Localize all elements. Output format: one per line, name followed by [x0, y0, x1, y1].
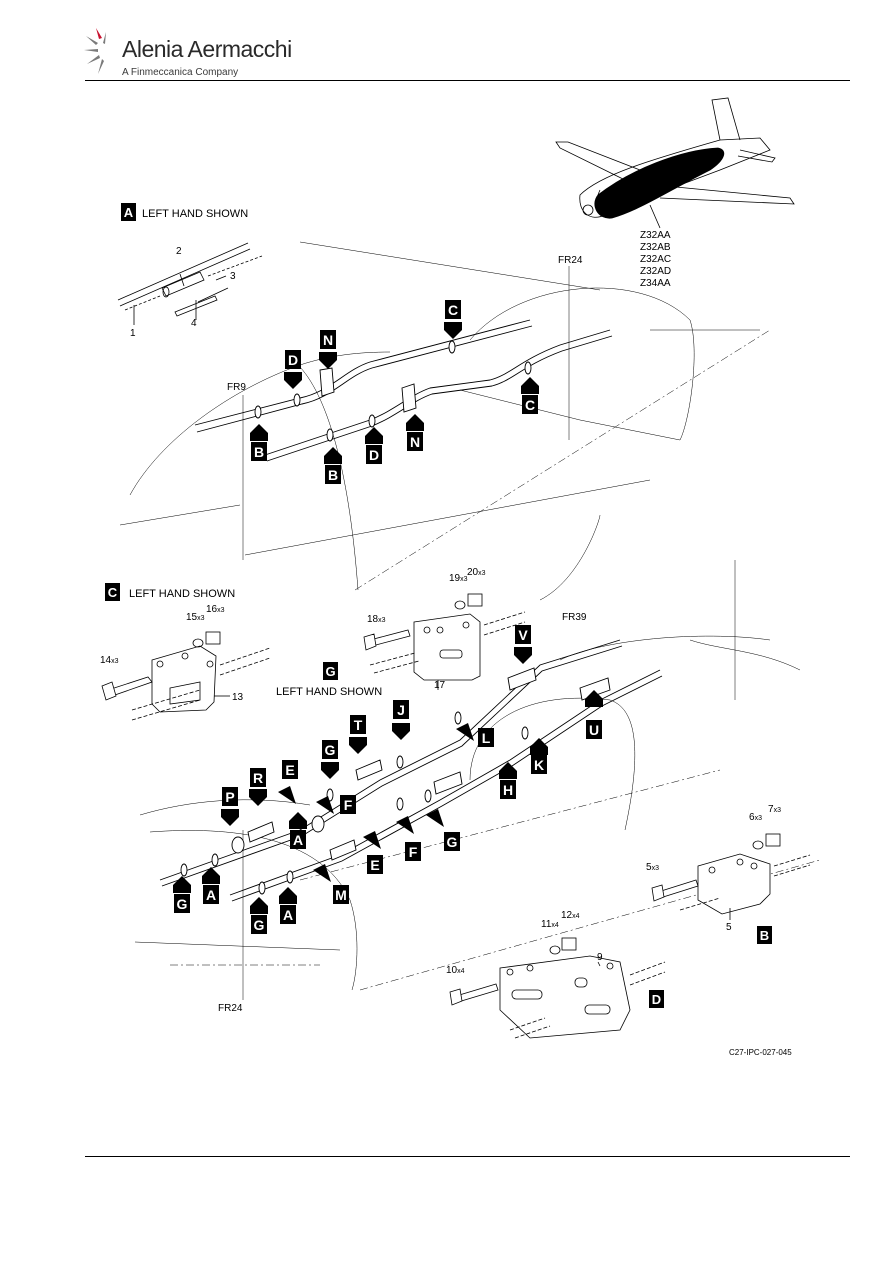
detail-d-item-labels: 11x4 12x4 10x4 9	[446, 910, 603, 976]
effectivity-list: Z32AA Z32AB Z32AC Z32AD Z34AA	[640, 230, 671, 289]
brand-logo: Alenia Aermacchi A Finmeccanica Company	[82, 24, 322, 84]
svg-text:G: G	[254, 917, 265, 933]
svg-text:R: R	[253, 770, 263, 786]
svg-text:G: G	[177, 896, 188, 912]
detail-g-heading: G LEFT HAND SHOWN	[276, 662, 382, 698]
brand-swoosh-icon	[84, 28, 106, 74]
svg-text:M: M	[335, 887, 347, 903]
svg-text:P: P	[225, 789, 234, 805]
svg-text:19x3: 19x3	[449, 573, 468, 584]
footer-rule	[85, 1156, 850, 1157]
effectivity-code: Z32AA	[640, 230, 671, 241]
item-number: 1	[130, 328, 136, 339]
item-number: 3	[230, 271, 236, 282]
brand-tagline: A Finmeccanica Company	[122, 67, 239, 78]
upper-fuselage-section	[119, 241, 771, 591]
frame-label: FR24	[558, 255, 583, 266]
svg-text:18x3: 18x3	[367, 614, 386, 625]
svg-text:G: G	[325, 742, 336, 758]
svg-text:A: A	[206, 887, 216, 903]
svg-text:C: C	[108, 585, 118, 600]
svg-text:G: G	[447, 834, 458, 850]
svg-text:U: U	[589, 722, 599, 738]
svg-text:T: T	[354, 717, 363, 733]
svg-text:10x4: 10x4	[446, 965, 465, 976]
svg-text:9: 9	[597, 952, 603, 963]
detail-d-bracket	[449, 937, 666, 1039]
item-number: 2	[176, 246, 182, 257]
detail-g-bracket	[363, 593, 526, 690]
item-number: 4	[191, 318, 197, 329]
svg-text:A: A	[283, 907, 293, 923]
effectivity-code: Z32AD	[640, 266, 671, 277]
lower-callouts: V J L T K H U G E R F A P	[173, 625, 603, 934]
svg-text:11x4: 11x4	[541, 919, 559, 930]
svg-text:15x3: 15x3	[186, 612, 205, 623]
detail-g-item-labels: 19x3 20x3 18x3 17	[367, 567, 486, 691]
svg-text:K: K	[534, 757, 544, 773]
detail-c-bracket	[101, 631, 271, 721]
detail-c-heading: C LEFT HAND SHOWN	[105, 583, 235, 601]
effectivity-code: Z32AC	[640, 254, 671, 265]
svg-text:B: B	[254, 444, 264, 460]
frame-label: FR24	[218, 1003, 243, 1014]
detail-c-item-labels: 15x3 16x3 14x3 13	[100, 604, 244, 703]
detail-b-bracket	[651, 833, 811, 920]
upper-callouts: C N D B B D N C	[250, 300, 539, 484]
upper-cable-run	[194, 319, 613, 462]
svg-text:A: A	[124, 205, 134, 220]
svg-text:A: A	[293, 832, 303, 848]
svg-text:B: B	[760, 928, 769, 943]
svg-text:6x3: 6x3	[749, 812, 762, 823]
svg-text:F: F	[344, 797, 353, 813]
svg-text:13: 13	[232, 692, 244, 703]
svg-text:E: E	[370, 857, 379, 873]
svg-text:12x4: 12x4	[561, 910, 580, 921]
detail-c-title: LEFT HAND SHOWN	[129, 588, 235, 600]
aircraft-locator	[555, 97, 795, 229]
detail-b-heading: B	[757, 926, 772, 944]
svg-text:E: E	[285, 762, 294, 778]
svg-text:H: H	[503, 782, 513, 798]
svg-text:L: L	[482, 730, 491, 746]
svg-text:B: B	[328, 467, 338, 483]
svg-text:N: N	[410, 434, 420, 450]
svg-text:14x3: 14x3	[100, 655, 119, 666]
detail-g-title: LEFT HAND SHOWN	[276, 686, 382, 698]
svg-text:16x3: 16x3	[206, 604, 225, 615]
svg-text:D: D	[288, 352, 298, 368]
svg-text:F: F	[409, 844, 418, 860]
svg-text:17: 17	[434, 680, 446, 691]
frame-label: FR39	[562, 612, 587, 623]
svg-text:C: C	[448, 302, 458, 318]
detail-a-title: LEFT HAND SHOWN	[142, 208, 248, 220]
lower-cable-run	[159, 639, 663, 902]
svg-text:J: J	[397, 702, 405, 718]
lower-fuselage-section	[134, 514, 821, 1000]
detail-d-heading: D	[649, 990, 664, 1008]
brand-name: Alenia Aermacchi	[122, 36, 292, 62]
svg-text:5: 5	[726, 922, 732, 933]
detail-b-item-labels: 6x3 7x3 5x3 5	[646, 804, 781, 933]
svg-text:V: V	[518, 627, 528, 643]
svg-text:C: C	[525, 397, 535, 413]
frame-label: FR9	[227, 382, 246, 393]
svg-text:5x3: 5x3	[646, 862, 659, 873]
detail-a-turnbuckle	[117, 242, 263, 325]
detail-a-heading: A LEFT HAND SHOWN	[121, 203, 248, 221]
svg-text:7x3: 7x3	[768, 804, 781, 815]
figure-reference: C27-IPC-027-045	[729, 1048, 792, 1057]
svg-text:D: D	[369, 447, 379, 463]
svg-text:N: N	[323, 332, 333, 348]
svg-text:20x3: 20x3	[467, 567, 486, 578]
effectivity-code: Z32AB	[640, 242, 671, 253]
header-rule	[85, 80, 850, 81]
effectivity-code: Z34AA	[640, 278, 671, 289]
svg-text:G: G	[325, 664, 335, 679]
svg-text:D: D	[652, 992, 661, 1007]
